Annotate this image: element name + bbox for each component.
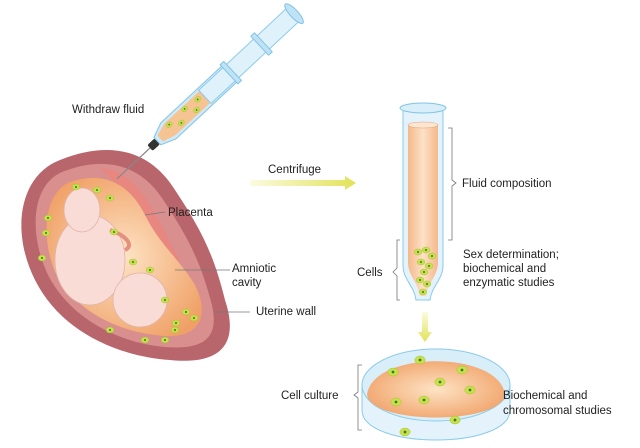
cell-nucleus xyxy=(131,260,135,264)
cell-nucleus xyxy=(148,268,152,272)
cell-nucleus xyxy=(163,298,167,302)
label-bio-1: Biochemical and xyxy=(503,390,587,402)
cell-nucleus xyxy=(438,380,442,384)
label-amniotic-1: Amniotic xyxy=(232,263,276,275)
cell-nucleus xyxy=(168,123,171,126)
cell-nucleus xyxy=(421,290,425,294)
cell-nucleus xyxy=(163,338,167,342)
label-sex-3: enzymatic studies xyxy=(463,277,555,289)
cell-nucleus xyxy=(40,256,44,260)
cell-nucleus xyxy=(44,231,48,235)
label-placenta: Placenta xyxy=(168,207,213,219)
label-sex-1: Sex determination; xyxy=(463,249,559,261)
cell-nucleus xyxy=(112,230,116,234)
cell-nucleus xyxy=(403,430,407,434)
cell-nucleus xyxy=(418,278,422,282)
cell-nucleus xyxy=(173,328,177,332)
label-cells: Cells xyxy=(357,267,383,279)
cell-nucleus xyxy=(424,248,428,252)
centrifuge-arrow xyxy=(250,176,356,190)
needle xyxy=(116,147,151,180)
cell-nucleus xyxy=(453,418,457,422)
leader-lines xyxy=(144,127,457,431)
label-withdraw-fluid: Withdraw fluid xyxy=(72,104,144,116)
label-sex-2: biochemical and xyxy=(463,263,546,275)
cell-nucleus xyxy=(108,328,112,332)
placenta xyxy=(100,168,180,262)
label-centrifuge: Centrifuge xyxy=(268,164,321,176)
cell-nucleus xyxy=(468,388,472,392)
petri-dish xyxy=(361,348,511,441)
cell-nucleus xyxy=(422,398,426,402)
culture-arrow xyxy=(418,312,432,342)
cell-nucleus xyxy=(143,338,147,342)
cell-nucleus xyxy=(74,185,78,189)
cell-nucleus xyxy=(184,310,188,314)
test-tube xyxy=(399,102,447,301)
label-uterine-wall: Uterine wall xyxy=(256,306,316,318)
cell-nucleus xyxy=(183,108,186,110)
cell-nucleus xyxy=(427,264,431,268)
cell-nucleus xyxy=(195,109,198,111)
cell-nucleus xyxy=(391,370,395,374)
label-cell-culture: Cell culture xyxy=(281,390,339,402)
cell-nucleus xyxy=(180,122,183,124)
amniotic-cells xyxy=(37,183,199,344)
label-bio-2: chromosomal studies xyxy=(503,405,612,417)
label-fluid-composition: Fluid composition xyxy=(462,178,551,190)
cell-nucleus xyxy=(192,316,196,320)
syringe[interactable] xyxy=(108,1,306,188)
label-amniotic-2: cavity xyxy=(232,277,262,289)
cell-nucleus xyxy=(430,254,434,258)
cell-nucleus xyxy=(95,188,99,192)
cell-nucleus xyxy=(460,368,464,372)
cell-nucleus xyxy=(46,216,50,220)
cell-nucleus xyxy=(422,270,426,274)
cell-nucleus xyxy=(425,282,429,286)
cell-nucleus xyxy=(108,196,112,200)
cell-nucleus xyxy=(174,321,178,325)
cell-nucleus xyxy=(394,400,398,404)
cell-nucleus xyxy=(418,358,422,362)
uterus xyxy=(21,150,230,361)
cell-nucleus xyxy=(419,260,423,264)
fetus xyxy=(54,187,168,328)
cell-nucleus xyxy=(196,98,199,101)
cell-nucleus xyxy=(416,250,420,254)
